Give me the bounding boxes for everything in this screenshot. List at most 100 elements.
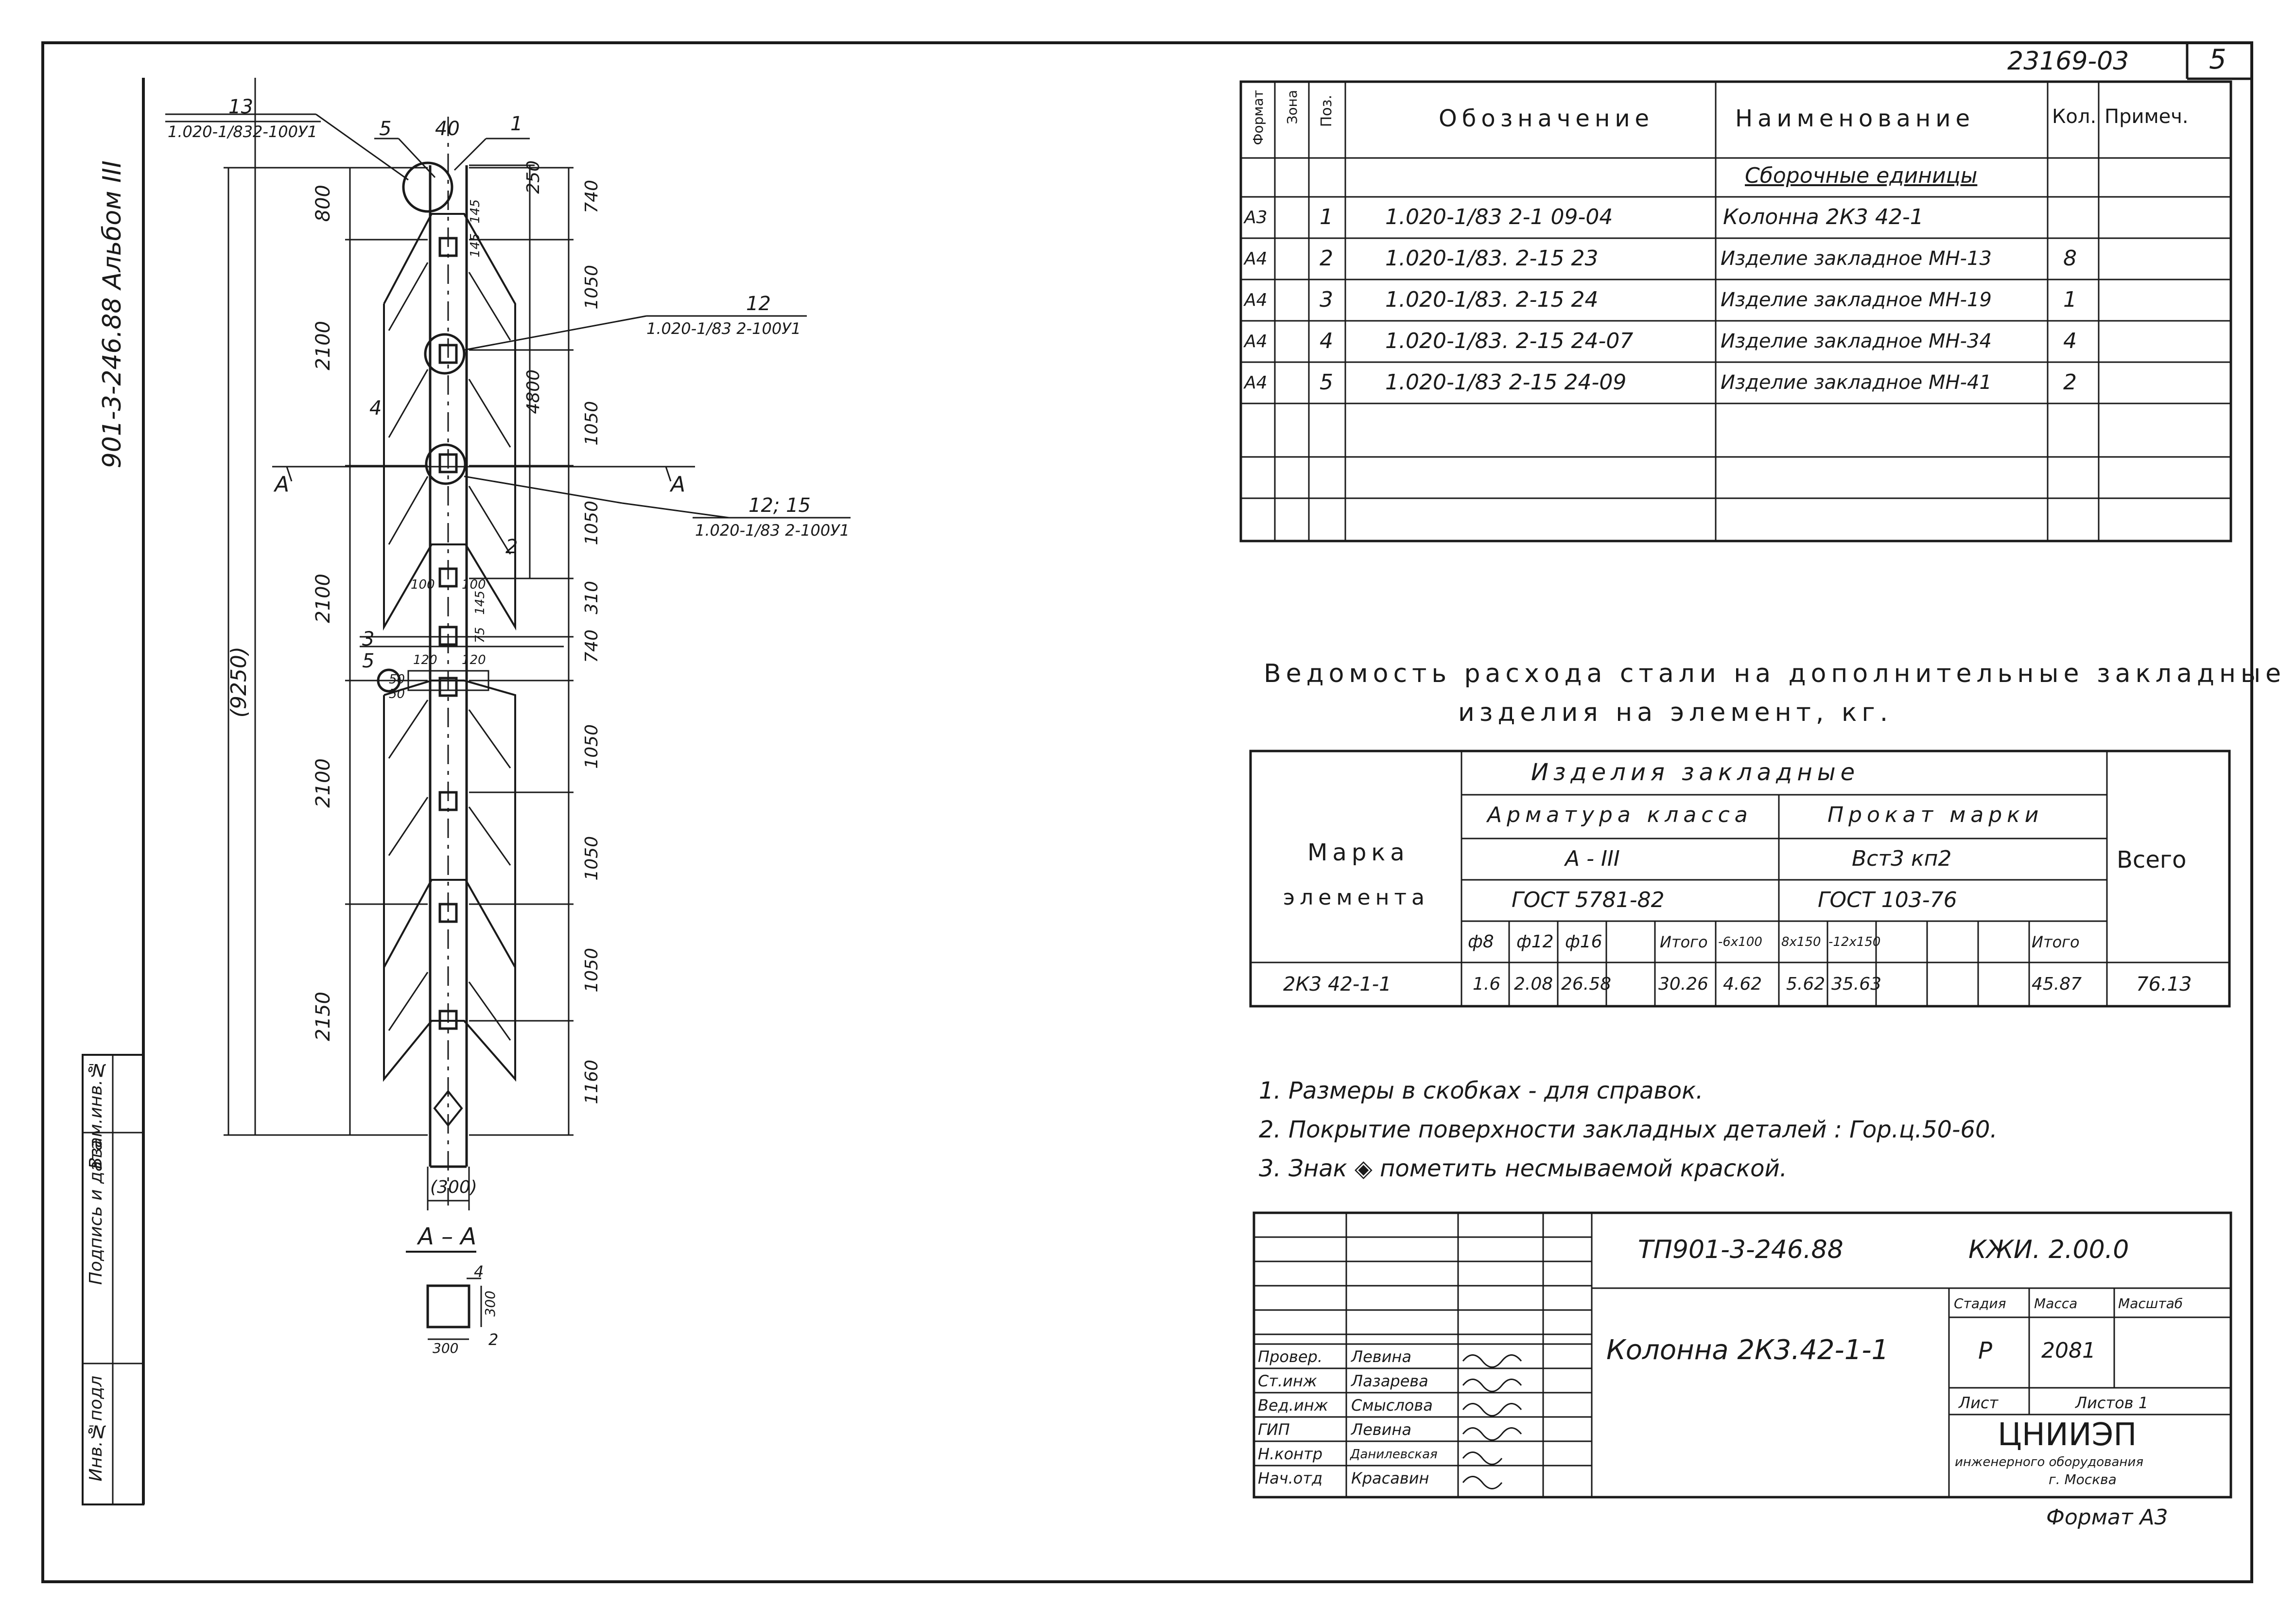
tb-stage: Р xyxy=(1978,1337,1992,1364)
spec-row2-designation: 1.020-1/83. 2-15 23 xyxy=(1385,246,1599,271)
tb-mass-label: Масса xyxy=(2034,1295,2078,1311)
spec-header-name: Наименование xyxy=(1735,105,1975,132)
steel-col-total2: Итого xyxy=(2032,933,2080,951)
tb-sheet-label: Лист xyxy=(1959,1394,1999,1412)
dim-bottom-300: (300) xyxy=(430,1177,477,1197)
callout-40: 40 xyxy=(435,118,460,140)
tb-mass: 2081 xyxy=(2041,1338,2096,1363)
spec-header-note: Примеч. xyxy=(2105,105,2189,128)
dim-small-145-b: 145 xyxy=(468,233,483,258)
dim-small-100-a: 100 xyxy=(411,577,435,592)
callout-13: 13 xyxy=(228,96,253,118)
dim-small-50-b: 50 xyxy=(389,687,405,701)
steel-col-f16: ф16 xyxy=(1565,932,1602,952)
spec-header-pos: Поз. xyxy=(1318,95,1335,127)
spec-row1-designation: 1.020-1/83 2-1 09-04 xyxy=(1385,205,1613,229)
spec-row2-fmt: А4 xyxy=(1244,249,1268,269)
stamp-inv-no: Инв.№подл xyxy=(86,1376,106,1482)
sig-name-4: Левина xyxy=(1351,1420,1411,1439)
callout-1: 1 xyxy=(510,113,523,135)
callout-12-15: 12; 15 xyxy=(748,494,811,517)
section-pos-4: 4 xyxy=(474,1262,484,1281)
section-dim-h: 300 xyxy=(482,1291,498,1317)
dim-small-310: 310 xyxy=(582,581,602,614)
spec-row1-name: Колонна 2К3 42-1 xyxy=(1723,205,1924,229)
dim-small-145-c: 145 xyxy=(473,591,487,615)
section-dim-w: 300 xyxy=(433,1340,459,1356)
dim-right-740-b: 740 xyxy=(582,629,602,663)
dim-left-2100-a: 2100 xyxy=(312,321,334,370)
steel-val-6x100: 4.62 xyxy=(1723,974,1762,994)
spec-row5-fmt: А4 xyxy=(1244,373,1268,393)
tb-org-line2: инженерного оборудования xyxy=(1955,1455,2143,1469)
dim-small-50-a: 50 xyxy=(389,672,405,687)
spec-row5-name: Изделие закладное МН-41 xyxy=(1721,371,1992,394)
tb-project: ТП901-3-246.88 xyxy=(1638,1235,1844,1264)
sig-name-5: Данилевская xyxy=(1350,1447,1438,1462)
note-2: 2. Покрытие поверхности закладных детале… xyxy=(1259,1116,1998,1143)
spec-row3-name: Изделие закладное МН-19 xyxy=(1721,289,1992,311)
steel-embedded: Изделия закладные xyxy=(1531,759,1860,786)
spec-header-format: Формат xyxy=(1250,90,1266,145)
steel-row-mark: 2К3 42-1-1 xyxy=(1283,973,1392,996)
tb-stage-label: Стадия xyxy=(1954,1295,2006,1311)
spec-row4-name: Изделие закладное МН-34 xyxy=(1721,330,1992,352)
steel-val-f16: 26.58 xyxy=(1561,974,1612,994)
steel-col-f8: ф8 xyxy=(1468,932,1494,952)
steel-rebar-gost: ГОСТ 5781-82 xyxy=(1512,888,1665,912)
dim-left-800: 800 xyxy=(312,185,334,222)
callout-5-top: 5 xyxy=(379,118,392,140)
dim-small-250: 250 xyxy=(523,160,543,194)
spec-row4-fmt: А4 xyxy=(1244,332,1268,351)
spec-row3-fmt: А4 xyxy=(1244,290,1268,310)
sig-name-3: Смыслова xyxy=(1351,1396,1433,1415)
tb-sheets-label: Листов 1 xyxy=(2075,1394,2149,1412)
dim-small-120-a: 120 xyxy=(413,653,437,667)
dim-small-145-a: 145 xyxy=(468,199,483,224)
cut-mark-left: А xyxy=(275,472,290,497)
dim-left-2150: 2150 xyxy=(312,992,334,1041)
steel-val-total1: 30.26 xyxy=(1658,974,1709,994)
sig-name-6: Красавин xyxy=(1351,1469,1429,1487)
spec-header-designation: Обозначение xyxy=(1439,105,1654,132)
cut-mark-right: А xyxy=(671,472,686,497)
tb-code: КЖИ. 2.00.0 xyxy=(1968,1235,2129,1264)
section-title: А – А xyxy=(418,1223,477,1250)
steel-mark-label1: Марка xyxy=(1307,839,1409,866)
spec-row3-qty: 1 xyxy=(2063,287,2077,312)
stamp-replace: Взам.инв.№ xyxy=(86,1060,106,1170)
note-1: 1. Размеры в скобках - для справок. xyxy=(1259,1077,1704,1104)
dim-left-2100-b: 2100 xyxy=(312,574,334,623)
dim-small-100-b: 100 xyxy=(462,577,486,592)
dim-right-1050-e: 1050 xyxy=(582,836,602,881)
tb-org-line3: г. Москва xyxy=(2049,1471,2117,1487)
dim-right-1050-a: 1050 xyxy=(582,265,602,310)
callout-12-15-ref: 1.020-1/83 2-100У1 xyxy=(695,521,850,540)
spec-row5-pos: 5 xyxy=(1320,370,1333,395)
sig-role-2: Ст.инж xyxy=(1258,1372,1317,1390)
callout-12: 12 xyxy=(746,293,771,315)
spec-row3-designation: 1.020-1/83. 2-15 24 xyxy=(1385,287,1599,312)
sig-role-1: Провер. xyxy=(1258,1347,1322,1366)
dim-small-75: 75 xyxy=(473,627,487,644)
sheet-number: 23169-03 xyxy=(2007,47,2129,76)
spec-row4-qty: 4 xyxy=(2063,329,2077,353)
spec-row2-pos: 2 xyxy=(1320,246,1333,271)
steel-col-total1: Итого xyxy=(1660,933,1708,951)
dim-right-740-a: 740 xyxy=(582,180,602,213)
steel-val-12x150: 35.63 xyxy=(1831,974,1882,994)
dim-right-1160: 1160 xyxy=(582,1060,602,1104)
steel-rebar-grade: А - III xyxy=(1565,846,1620,871)
tb-name: Колонна 2К3.42-1-1 xyxy=(1606,1334,1889,1366)
sig-name-2: Лазарева xyxy=(1351,1372,1428,1390)
dim-right-1050-f: 1050 xyxy=(582,948,602,993)
dim-right-1050-c: 1050 xyxy=(582,501,602,545)
steel-col-8x150: 8x150 xyxy=(1781,935,1821,949)
spec-row4-pos: 4 xyxy=(1320,329,1333,353)
spec-row5-qty: 2 xyxy=(2063,370,2077,395)
callout-3: 3 xyxy=(362,628,375,650)
section-pos-2: 2 xyxy=(488,1330,499,1349)
sig-name-1: Левина xyxy=(1351,1347,1411,1366)
